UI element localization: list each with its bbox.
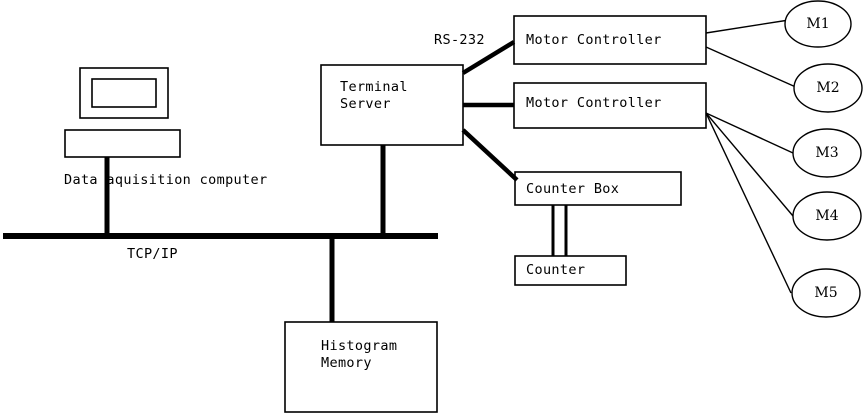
workstation-base bbox=[64, 129, 181, 158]
motor-link-m1 bbox=[705, 19, 790, 34]
motor-node-m4[interactable] bbox=[792, 191, 862, 241]
counter-box-box[interactable] bbox=[514, 171, 682, 206]
motor-controller-1-box[interactable] bbox=[513, 15, 707, 65]
rs232-link-motor-controller-1 bbox=[461, 40, 516, 75]
terminal-server-box[interactable] bbox=[320, 64, 464, 146]
tcp-ip-label: TCP/IP bbox=[127, 246, 178, 262]
motor-controller-1-label: Motor Controller bbox=[526, 32, 662, 48]
motor-link-m5 bbox=[705, 112, 792, 294]
counter-label: Counter bbox=[526, 262, 586, 278]
motor-node-m5[interactable] bbox=[791, 268, 861, 318]
motor-link-m4 bbox=[705, 112, 794, 217]
workstation-monitor-screen bbox=[91, 78, 157, 108]
motor-link-m3 bbox=[705, 112, 794, 154]
histogram-memory-box[interactable] bbox=[284, 321, 438, 413]
motor-node-m1[interactable] bbox=[784, 0, 852, 48]
terminal-server-label-line1: Terminal bbox=[340, 79, 408, 95]
rs232-link-counter-box bbox=[461, 128, 519, 182]
motor-controller-2-label: Motor Controller bbox=[526, 95, 662, 111]
terminal-server-label-line2: Server bbox=[340, 96, 391, 112]
motor-label-m3: M3 bbox=[815, 145, 839, 161]
motor-label-m4: M4 bbox=[815, 208, 839, 224]
workstation-label: Data aquisition computer bbox=[64, 172, 268, 188]
motor-link-m2 bbox=[705, 46, 799, 89]
motor-node-m3[interactable] bbox=[792, 128, 862, 178]
motor-label-m2: M2 bbox=[816, 80, 840, 96]
counter-box-label: Counter Box bbox=[526, 181, 620, 197]
histogram-memory-label-line2: Memory bbox=[321, 355, 372, 371]
motor-node-m2[interactable] bbox=[793, 63, 863, 113]
motor-label-m5: M5 bbox=[814, 285, 838, 301]
histogram-memory-label-line1: Histogram bbox=[321, 338, 398, 354]
rs232-label: RS-232 bbox=[434, 32, 485, 48]
counter-box[interactable] bbox=[514, 255, 627, 286]
motor-label-m1: M1 bbox=[806, 16, 830, 32]
